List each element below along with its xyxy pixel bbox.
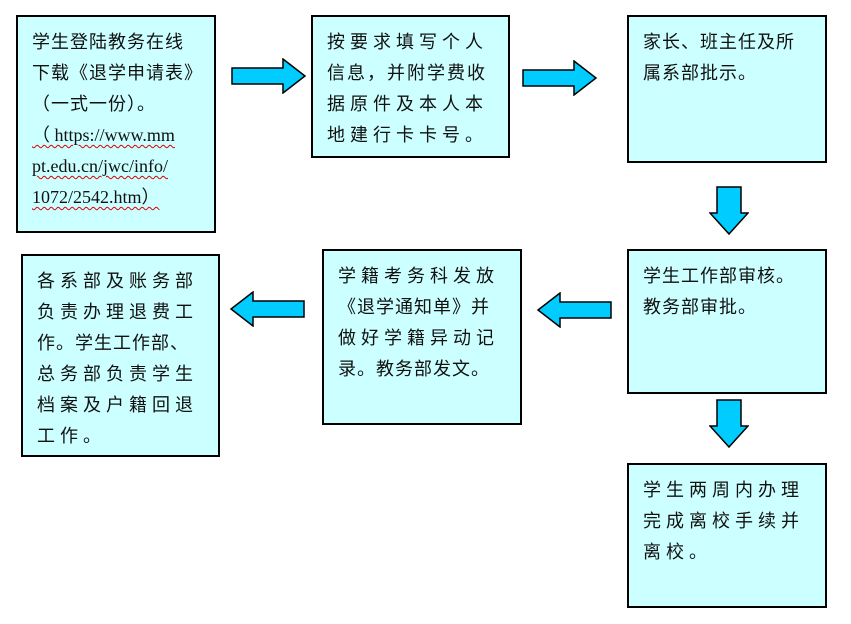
step-text: 据原件及本人本	[327, 94, 488, 115]
arrow-right-icon	[231, 58, 307, 94]
step-text: 信息，并附学费收	[327, 63, 487, 84]
step-text: 地建行卡卡号。	[327, 125, 488, 146]
step-7-leave-school: 学生两周内办理 完成离校手续并 离校。	[627, 463, 827, 608]
step-text: （一式一份）。	[32, 94, 156, 115]
step-text: 负责办理退费工	[37, 302, 198, 323]
step-text: 离校。	[643, 542, 712, 563]
step-text: 教务部审批。	[643, 297, 757, 318]
step-text: 学生登陆教务在线	[32, 32, 184, 53]
step-text: 完成离校手续并	[643, 511, 804, 532]
arrow-left-icon	[229, 291, 305, 327]
step-text: 学生两周内办理	[643, 480, 804, 501]
arrow-down-icon	[709, 399, 749, 449]
url-text: （ https://www.mm	[32, 125, 175, 145]
url-text: 1072/2542.htm）	[32, 187, 160, 207]
step-6-refund: 各系部及账务部 负责办理退费工 作。学生工作部、 总务部负责学生 档案及户籍回退…	[21, 254, 220, 457]
arrow-right-icon	[522, 60, 598, 96]
step-text: 做好学籍异动记	[338, 328, 499, 349]
arrow-left-icon	[536, 292, 612, 328]
arrow-down-icon	[709, 186, 749, 236]
step-text: 学生工作部审核。	[643, 266, 795, 287]
step-3-parent-approval: 家长、班主任及所 属系部批示。	[627, 15, 827, 163]
step-2-fill-info: 按要求填写个人 信息，并附学费收 据原件及本人本 地建行卡卡号。	[311, 15, 510, 158]
step-4-review: 学生工作部审核。 教务部审批。	[627, 249, 827, 394]
step-text: 按要求填写个人	[327, 32, 488, 53]
step-text: 各系部及账务部	[37, 271, 198, 292]
step-text: 家长、班主任及所	[643, 32, 795, 53]
step-text: 下载《退学申请表》	[32, 63, 203, 84]
step-text: 学籍考务科发放	[338, 266, 499, 287]
step-text: 录。教务部发文。	[338, 359, 490, 380]
step-text: 属系部批示。	[643, 63, 757, 84]
step-text: 《退学通知单》并	[338, 297, 490, 318]
step-text: 作。学生工作部、	[37, 333, 189, 354]
step-text: 工作。	[37, 426, 106, 447]
step-5-issue-notice: 学籍考务科发放 《退学通知单》并 做好学籍异动记 录。教务部发文。	[322, 249, 522, 425]
step-text: 档案及户籍回退	[37, 395, 198, 416]
step-1-download-form: 学生登陆教务在线 下载《退学申请表》 （一式一份）。 （ https://www…	[16, 15, 216, 233]
step-text: 总务部负责学生	[37, 364, 198, 385]
url-text: pt.edu.cn/jwc/info/	[32, 156, 168, 176]
